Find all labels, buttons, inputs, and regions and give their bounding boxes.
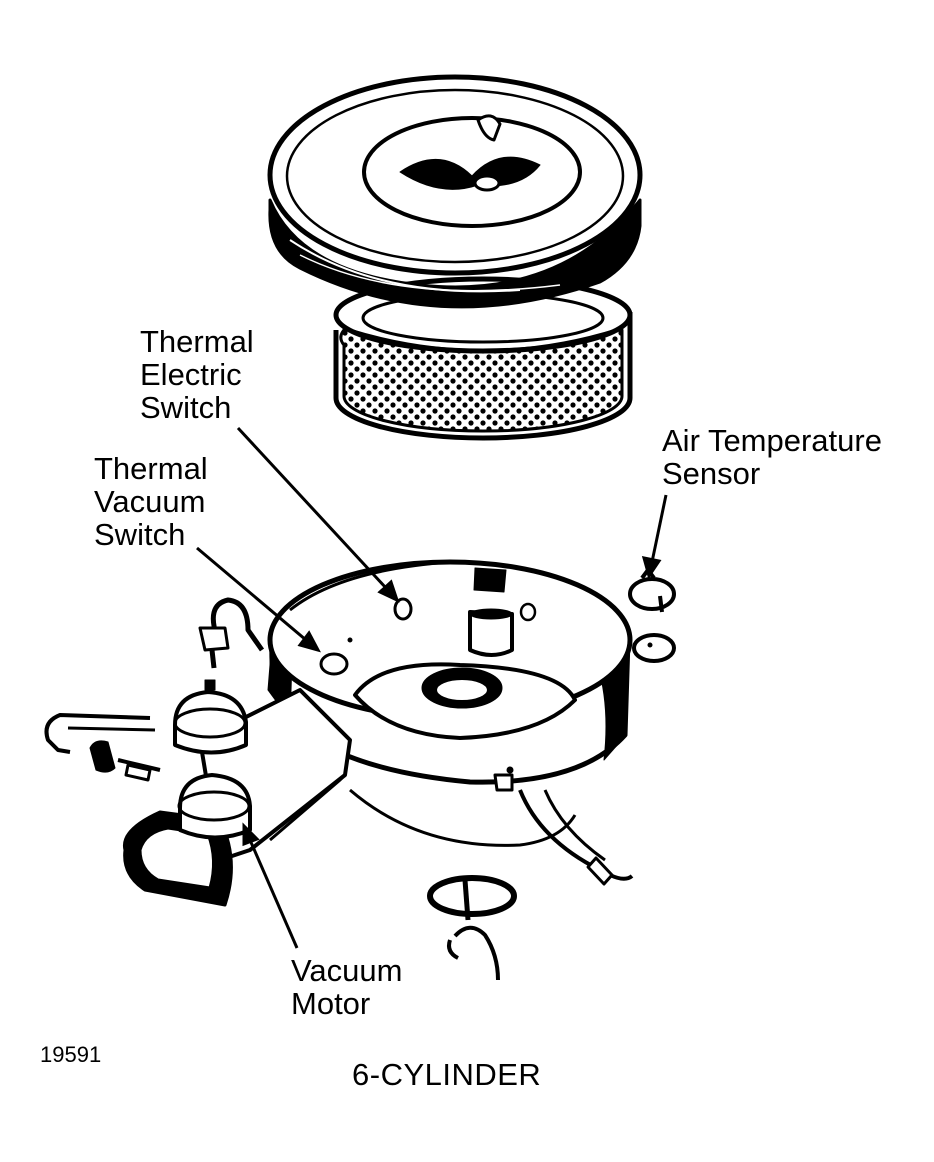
- air-cleaner-lid: [267, 74, 643, 441]
- air-temperature-sensor-parts: [628, 566, 676, 663]
- label-line: Electric: [140, 357, 242, 392]
- label-air-temperature-sensor: Air Temperature Sensor: [662, 424, 882, 490]
- retaining-ring: [427, 875, 517, 981]
- label-vacuum-motor: Vacuum Motor: [291, 954, 402, 1020]
- label-thermal-electric-switch: Thermal Electric Switch: [140, 325, 254, 424]
- snorkel-inlet: [44, 597, 352, 907]
- label-line: Switch: [140, 390, 232, 425]
- figure-caption: 6-CYLINDER: [352, 1057, 542, 1092]
- label-thermal-vacuum-switch: Thermal Vacuum Switch: [94, 452, 208, 551]
- label-line: Switch: [94, 517, 186, 552]
- label-line: Thermal: [94, 451, 208, 486]
- label-line: Sensor: [662, 456, 761, 491]
- label-line: Motor: [291, 986, 371, 1021]
- label-line: Vacuum: [94, 484, 206, 519]
- label-line: Air Temperature: [662, 423, 882, 458]
- label-line: Thermal: [140, 324, 254, 359]
- filter-element: [333, 276, 633, 441]
- label-line: Vacuum: [291, 953, 403, 988]
- leader-arrows: [196, 426, 668, 949]
- figure-number: 19591: [40, 1042, 102, 1067]
- air-cleaner-housing: [267, 559, 634, 886]
